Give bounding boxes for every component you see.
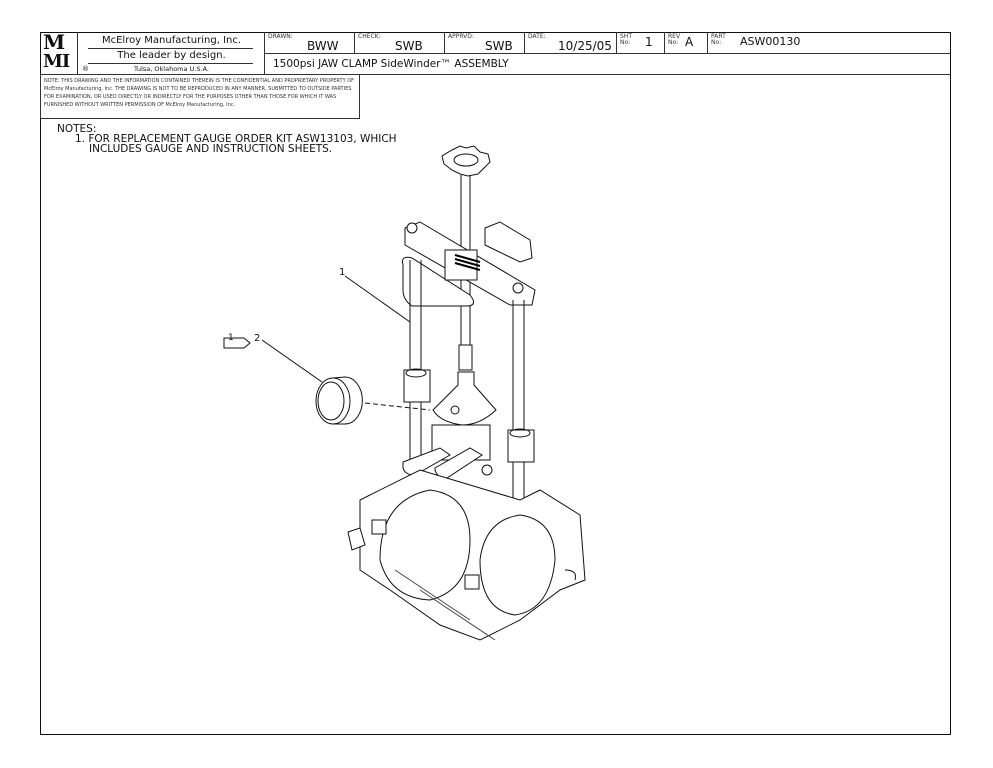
drawn-label: DRAWN: xyxy=(268,33,293,40)
title-cell: 1500psi JAW CLAMP SideWinder™ ASSEMBLY xyxy=(265,54,951,75)
note-1-cont: INCLUDES GAUGE AND INSTRUCTION SHEETS. xyxy=(89,143,333,155)
apprvd-label: APPRVD: xyxy=(448,33,474,40)
rev-cell: REV No: A xyxy=(665,32,708,54)
part-label: PART No: xyxy=(711,33,726,46)
gauge xyxy=(315,376,363,425)
callout-item-2: 2 xyxy=(254,333,261,344)
apprvd-value: SWB xyxy=(485,39,513,53)
company-block: McElroy Manufacturing, Inc. The leader b… xyxy=(78,32,265,75)
sheet-cell: SHT No: 1 xyxy=(617,32,665,54)
notes-heading: NOTES: xyxy=(57,123,97,135)
date-cell: DATE: 10/25/05 xyxy=(525,32,617,54)
check-label: CHECK: xyxy=(358,33,381,40)
logo-m: M xyxy=(43,30,65,54)
jaw-clamp xyxy=(347,469,586,641)
confidential-note: NOTE: THIS DRAWING AND THE INFORMATION C… xyxy=(40,75,360,119)
logo-mi: MI xyxy=(43,51,70,72)
date-value: 10/25/05 xyxy=(558,39,612,53)
note-flag-box xyxy=(223,337,251,349)
drawing-title: 1500psi JAW CLAMP SideWinder™ ASSEMBLY xyxy=(273,58,509,70)
tagline: The leader by design. xyxy=(117,50,226,61)
logo: M MI xyxy=(40,32,78,75)
sheet-label: SHT No: xyxy=(620,33,632,46)
rev-value: A xyxy=(685,35,694,49)
check-cell: CHECK: SWB xyxy=(355,32,445,54)
star-knob xyxy=(441,145,491,177)
rev-label: REV No: xyxy=(668,33,681,46)
leader-1 xyxy=(344,275,411,323)
gauge-centerline xyxy=(364,402,431,411)
location: Tulsa, Oklahoma U.S.A. xyxy=(134,65,209,73)
drawn-value: BWW xyxy=(307,39,339,53)
drawn-cell: DRAWN: BWW xyxy=(265,32,355,54)
top-frame xyxy=(401,221,536,307)
gauge-housing xyxy=(402,371,497,479)
apprvd-cell: APPRVD: SWB xyxy=(445,32,525,54)
check-value: SWB xyxy=(395,39,423,53)
notes: NOTES: 1. FOR REPLACEMENT GAUGE ORDER KI… xyxy=(57,123,397,155)
note-1: 1. FOR REPLACEMENT GAUGE ORDER KIT ASW13… xyxy=(75,133,397,145)
sheet-value: 1 xyxy=(645,35,653,49)
date-label: DATE: xyxy=(528,33,546,40)
registered-mark: ® xyxy=(82,65,89,73)
company-name: McElroy Manufacturing, Inc. xyxy=(101,35,242,46)
part-value: ASW00130 xyxy=(740,35,801,48)
part-cell: PART No: ASW00130 xyxy=(708,32,951,54)
drawing-border xyxy=(40,32,951,735)
callout-item-1: 1 xyxy=(339,267,346,278)
leader-2 xyxy=(261,339,323,383)
